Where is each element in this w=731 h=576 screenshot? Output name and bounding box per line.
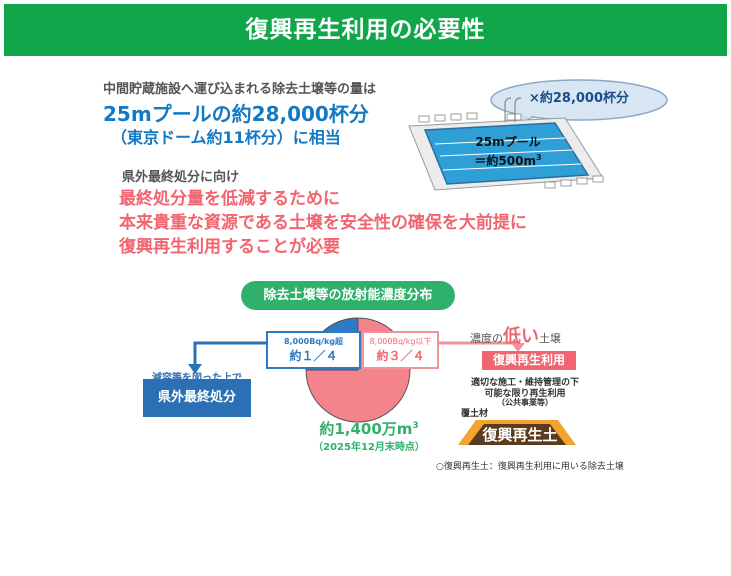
goal-line-1: 最終処分量を低減するために xyxy=(119,189,340,209)
volume-reduction-label: 減容等を図った上で xyxy=(152,369,242,384)
high-fraction: 約１／４ xyxy=(289,349,338,363)
outside-final-disposal-box: 県外最終処分 xyxy=(143,379,251,417)
high-concentration-box: 8,000Bq/kg超 約１／４ xyxy=(266,331,361,369)
low-concentration-box: 8,000Bq/kg以下 約３／４ xyxy=(362,331,439,369)
low-threshold: 8,000Bq/kg以下 xyxy=(369,337,432,346)
total-volume-unit: 3 xyxy=(412,421,419,431)
mound-shape xyxy=(468,424,566,445)
low-word: 低い xyxy=(503,326,539,347)
low-fraction: 約３／４ xyxy=(376,349,425,363)
footnote: ○復興再生土：復興再生利用に用いる除去土壌 xyxy=(436,462,624,472)
high-threshold: 8,000Bq/kg超 xyxy=(283,337,344,346)
goal-line-3: 復興再生利用することが必要 xyxy=(119,237,340,257)
pool-label-line1: 25mプール xyxy=(475,135,541,149)
distribution-title: 除去土壌等の放射能濃度分布 xyxy=(241,281,455,310)
low-suffix: 土壌 xyxy=(539,332,561,345)
recycle-note-line-3: （公共事業等） xyxy=(497,398,553,407)
low-prefix: 濃度の xyxy=(470,332,503,345)
recycle-note-line-1: 適切な施工・維持管理の下 xyxy=(470,378,579,388)
total-date: （2025年12月末時点） xyxy=(313,442,425,453)
pool-label: 25mプール ＝約500m3 xyxy=(458,134,558,169)
intro-headline: 25mプールの約28,000杯分 xyxy=(103,102,369,126)
low-concentration-heading: 濃度の低い土壌 xyxy=(470,322,561,348)
goal-label: 県外最終処分に向け xyxy=(122,170,240,185)
pool-label-line2: ＝約500m3 xyxy=(458,150,558,169)
intro-lead: 中間貯蔵施設へ運び込まれる除去土壌等の量は xyxy=(103,82,377,97)
pool-volume: ＝約500m xyxy=(474,154,536,168)
recycled-soil-label: 復興再生土 xyxy=(482,426,558,444)
pool-volume-unit: 3 xyxy=(535,153,542,162)
page-title: 復興再生利用の必要性 xyxy=(245,17,486,43)
intro-headline-sub: （東京ドーム約11杯分）に相当 xyxy=(111,128,341,147)
pool-illustration xyxy=(408,79,668,191)
pool-multiplier-bubble: ×約28,000杯分 xyxy=(528,91,630,106)
goal-line-2: 本来貴重な資源である土壌を安全性の確保を大前提に xyxy=(119,213,527,233)
total-volume: 約1,400万m3 xyxy=(304,418,434,439)
recovery-recycle-box: 復興再生利用 xyxy=(482,351,576,370)
cover-soil-label: 覆土材 xyxy=(461,409,489,419)
recycle-note-line-2: 可能な限り再生利用 xyxy=(484,389,566,399)
title-banner: 復興再生利用の必要性 xyxy=(4,4,727,56)
total-volume-value: 約1,400万m xyxy=(319,420,413,438)
